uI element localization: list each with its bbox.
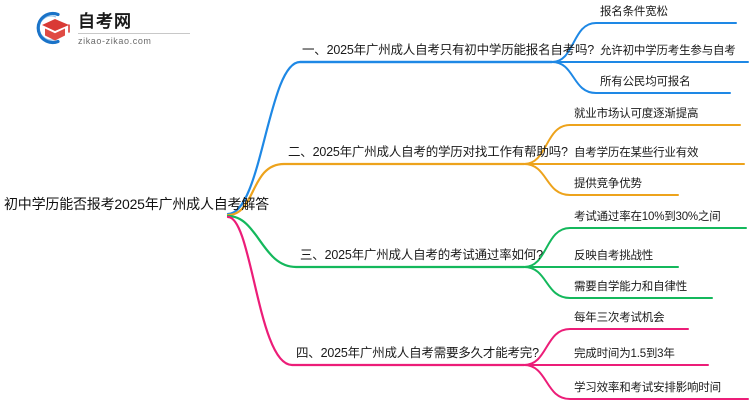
branch-label-3[interactable]: 三、2025年广州成人自考的考试通过率如何?	[300, 248, 543, 262]
leaf-label-4-2[interactable]: 完成时间为1.5到3年	[574, 348, 675, 360]
mindmap-root-node[interactable]: 初中学历能否报考2025年广州成人自考解答	[4, 196, 269, 212]
connector-root-to-branch-2	[226, 162, 526, 217]
leaf-label-3-1[interactable]: 考试通过率在10%到30%之间	[574, 211, 721, 223]
site-logo[interactable]: 自考网 zikao-zikao.com	[28, 8, 190, 48]
leaf-label-2-1[interactable]: 就业市场认可度逐渐提高	[574, 108, 699, 120]
leaf-label-1-2[interactable]: 允许初中学历考生参与自考	[600, 45, 736, 57]
graduation-cap-in-circle-logo-icon	[28, 8, 72, 48]
logo-text-block: 自考网 zikao-zikao.com	[78, 10, 190, 47]
branch-label-4[interactable]: 四、2025年广州成人自考需要多久才能考完?	[296, 346, 539, 360]
leaf-label-2-3[interactable]: 提供竞争优势	[574, 178, 642, 190]
leaf-label-1-1[interactable]: 报名条件宽松	[600, 6, 668, 18]
leaf-label-3-2[interactable]: 反映自考挑战性	[574, 250, 654, 262]
leaf-label-4-1[interactable]: 每年三次考试机会	[574, 312, 665, 324]
leaf-label-3-3[interactable]: 需要自学能力和自律性	[574, 281, 687, 293]
leaf-label-2-2[interactable]: 自考学历在某些行业有效	[574, 147, 699, 159]
logo-divider	[78, 32, 190, 34]
leaf-label-4-3[interactable]: 学习效率和考试安排影响时间	[574, 382, 721, 394]
logo-title: 自考网	[78, 11, 132, 31]
logo-domain: zikao-zikao.com	[78, 35, 152, 46]
connector-root-to-branch-1	[226, 60, 554, 216]
branch-label-1[interactable]: 一、2025年广州成人自考只有初中学历能报名自考吗?	[302, 43, 595, 57]
branch-label-2[interactable]: 二、2025年广州成人自考的学历对找工作有帮助吗?	[288, 145, 568, 159]
connector-root-to-branch-4	[226, 215, 526, 367]
leaf-label-1-3[interactable]: 所有公民均可报名	[600, 76, 691, 88]
